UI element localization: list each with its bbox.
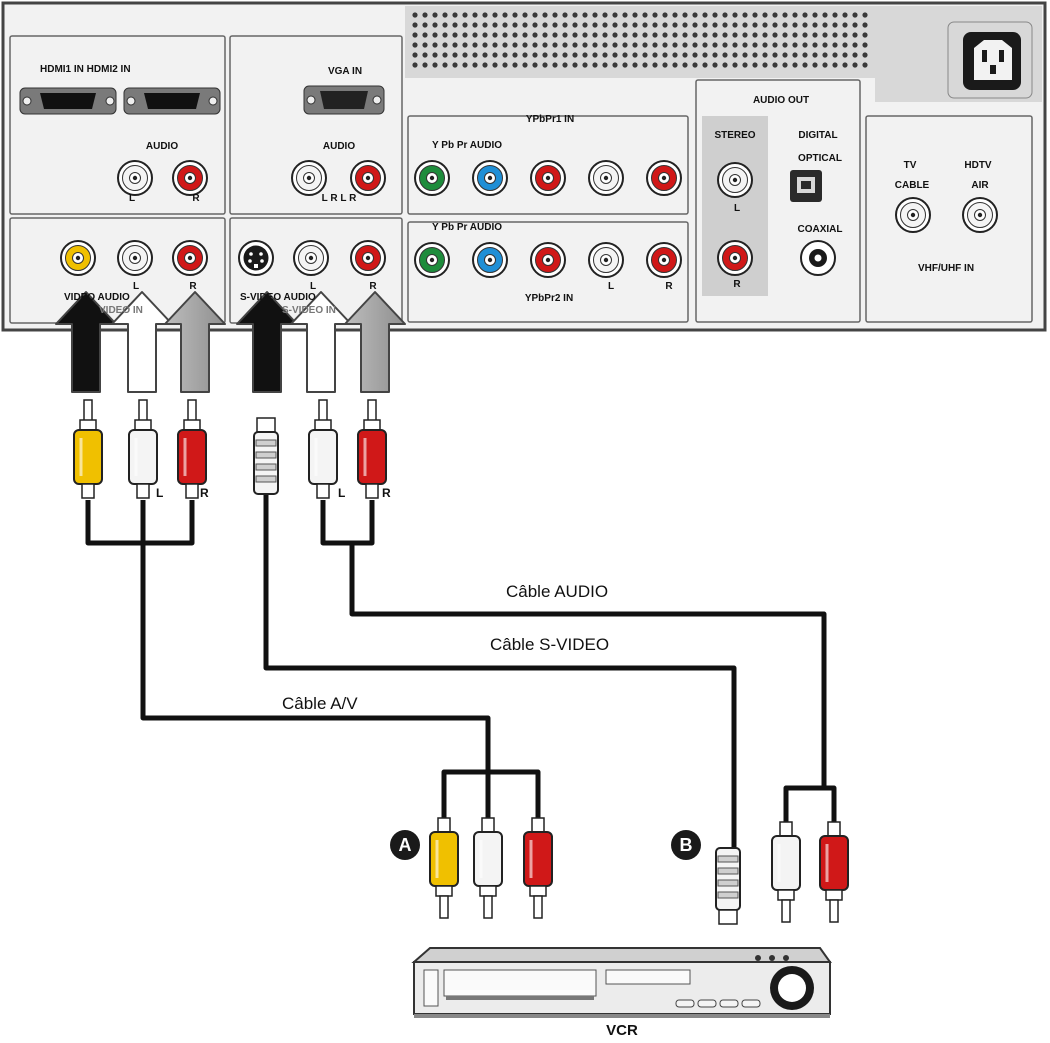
video-audio-r-label: R [189, 281, 197, 292]
av-cable [85, 500, 491, 772]
video-audio-r-jack [172, 240, 208, 276]
av-plug-l-mark: L [156, 486, 164, 500]
audio-l-plug-vcr [771, 821, 801, 923]
stereo-r-jack [717, 240, 753, 276]
cable-label: CABLE [894, 180, 930, 191]
svideo-audio-r-label: R [369, 281, 377, 292]
av-audio-r-plug-tv [177, 399, 207, 499]
tv-label: TV [903, 160, 917, 171]
audio-cable-split [783, 785, 837, 826]
air-label: AIR [971, 180, 989, 191]
vcr-label: VCR [606, 1022, 638, 1039]
ypbpr2-components-label: Y Pb Pr AUDIO [432, 222, 503, 233]
hdmi1-port [19, 87, 117, 115]
ypbpr1-y-jack [414, 160, 450, 196]
arrow-audio-r-icon [164, 291, 226, 393]
ypbpr2-y-jack [414, 242, 450, 278]
hdmi-in-label: HDMI1 IN HDMI2 IN [40, 64, 131, 75]
hdmi-audio-l-jack [117, 160, 153, 196]
svideo-audio-l-jack [293, 240, 329, 276]
av-audio-r-plug-vcr [523, 817, 553, 919]
av-cable-label: Câble A/V [282, 694, 358, 713]
power-socket-icon [963, 32, 1021, 90]
svideo-cable-label: Câble S-VIDEO [490, 635, 610, 654]
video-audio-label: VIDEO AUDIO [64, 292, 130, 303]
vga-audio-lrlr-label: L R L R [321, 193, 357, 204]
audio-plug-l-mark: L [338, 486, 346, 500]
ypbpr2-audio-l-jack [588, 242, 624, 278]
vcr-device [411, 947, 832, 1018]
svideo-audio-label: S-VIDEO AUDIO [240, 292, 316, 303]
stereo-l-jack [717, 162, 753, 198]
vhf-uhf-label: VHF/UHF IN [917, 263, 975, 274]
svideo-in-jack [238, 240, 274, 276]
digital-label: DIGITAL [798, 130, 838, 141]
svideo-audio-r-jack [350, 240, 386, 276]
badge-b: B [671, 830, 701, 860]
video-in-label: VIDEO IN [99, 305, 143, 316]
tv-cable-jack [895, 197, 931, 233]
audio-cable-label: Câble AUDIO [506, 582, 609, 601]
av-audio-l-plug-tv [128, 399, 158, 499]
av-plug-r-mark: R [200, 486, 209, 500]
ypbpr2-l-label: L [607, 281, 615, 292]
coaxial-label: COAXIAL [797, 224, 843, 235]
ypbpr2-audio-r-jack [646, 242, 682, 278]
hdmi2-port [123, 87, 221, 115]
video-in-jack [60, 240, 96, 276]
audio-r-plug-vcr [819, 821, 849, 923]
hdmi-audio-r-label: R [192, 193, 200, 204]
ypbpr2-r-label: R [665, 281, 673, 292]
vga-port [303, 85, 385, 115]
coaxial-jack [800, 240, 836, 276]
audio-r-plug-tv [357, 399, 387, 499]
hdmi-audio-r-jack [172, 160, 208, 196]
svideo-plug-vcr [715, 847, 741, 925]
ypbpr2-pb-jack [472, 242, 508, 278]
av-video-plug-vcr [429, 817, 459, 919]
av-cable-split [441, 769, 541, 822]
optical-port [790, 170, 822, 202]
vga-audio-label: AUDIO [322, 141, 356, 152]
stereo-label: STEREO [714, 130, 756, 141]
av-audio-l-plug-vcr [473, 817, 503, 919]
vga-audio-l-jack [291, 160, 327, 196]
ypbpr1-in-label: YPbPr1 IN [525, 114, 575, 125]
ypbpr2-in-label: YPbPr2 IN [524, 293, 574, 304]
vga-audio-r-jack [350, 160, 386, 196]
stereo-r-label: R [733, 279, 741, 290]
arrow-svideo-audio-r-icon [344, 291, 406, 393]
svideo-audio-l-label: L [309, 281, 317, 292]
vcr-buttons [675, 955, 789, 1008]
ypbpr1-components-label: Y Pb Pr AUDIO [432, 140, 503, 151]
hdmi-audio-l-label: L [128, 193, 136, 204]
stereo-l-label: L [733, 203, 741, 214]
svideo-cable [263, 492, 737, 848]
audio-cable [320, 500, 827, 788]
av-video-plug-tv [73, 399, 103, 499]
ypbpr1-pr-jack [530, 160, 566, 196]
hdtv-air-jack [962, 197, 998, 233]
tv-back-panel [1, 1, 1047, 332]
svideo-in-label: S-VIDEO IN [282, 305, 336, 316]
audio-out-label: AUDIO OUT [752, 95, 810, 106]
vga-in-label: VGA IN [327, 66, 363, 77]
vcr-knob-icon [770, 966, 814, 1010]
badge-a: A [390, 830, 420, 860]
hdmi-audio-label: AUDIO [145, 141, 179, 152]
ypbpr2-pr-jack [530, 242, 566, 278]
ypbpr1-audio-l-jack [588, 160, 624, 196]
video-audio-l-jack [117, 240, 153, 276]
svideo-plug-tv [253, 417, 279, 495]
audio-l-plug-tv [308, 399, 338, 499]
ypbpr1-pb-jack [472, 160, 508, 196]
vent-grille [412, 12, 872, 72]
audio-plug-r-mark: R [382, 486, 391, 500]
video-audio-l-label: L [132, 281, 140, 292]
optical-label: OPTICAL [798, 153, 842, 164]
ypbpr1-audio-r-jack [646, 160, 682, 196]
hdtv-label: HDTV [964, 160, 992, 171]
